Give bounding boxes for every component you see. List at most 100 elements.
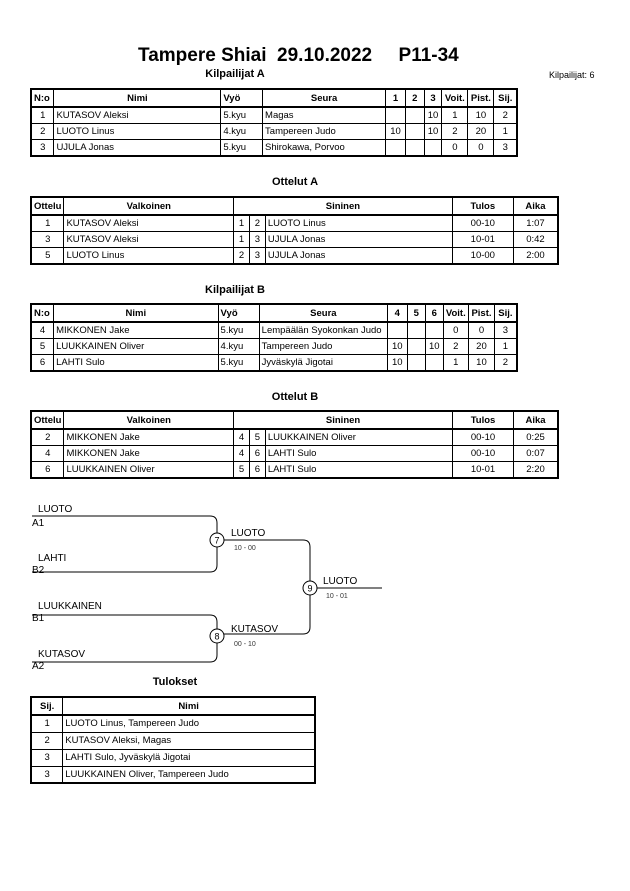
table-row: 1 LUOTO Linus, Tampereen Judo: [30, 714, 316, 733]
col-header: 6: [425, 303, 444, 323]
cell: Magas: [262, 106, 387, 124]
cell: 5: [233, 461, 250, 479]
bracket-seed: B2: [32, 565, 45, 576]
table-row: 2 MIKKONEN Jake 4 5 LUUKKAINEN Oliver 00…: [30, 428, 559, 446]
cell: LUOTO Linus, Tampereen Judo: [62, 714, 316, 733]
col-header: Aika: [512, 196, 559, 216]
table-row: 5 LUOTO Linus 2 3 UJULA Jonas 10-00 2:00: [30, 247, 559, 265]
cell: 2: [233, 247, 250, 265]
cell: 10: [468, 354, 495, 372]
cell: 4: [233, 428, 250, 446]
cell: [404, 139, 425, 157]
col-header: Sij.: [493, 88, 518, 108]
col-header: Seura: [262, 88, 387, 108]
cell: 2: [30, 731, 64, 750]
col-header: Nimi: [53, 303, 219, 323]
cell: 2: [441, 123, 469, 140]
bracket-name: KUTASOV: [38, 649, 85, 660]
match-number: 9: [307, 584, 312, 594]
cell: LAHTI Sulo, Jyväskylä Jigotai: [62, 748, 316, 767]
bracket-name: LAHTI: [38, 553, 66, 564]
pool-a-heading: Kilpailijat A: [205, 68, 265, 80]
bracket-score: 10 - 00: [234, 545, 256, 552]
pool-b-header-row: N:o Nimi Vyö Seura 4 5 6 Voit. Pist. Sij…: [30, 303, 518, 323]
bracket-seed: A1: [32, 518, 45, 529]
cell: 10: [385, 123, 406, 140]
cell: 6: [248, 445, 266, 462]
cell: 10-01: [451, 461, 515, 479]
cell: 3: [248, 231, 266, 248]
cell: 10: [423, 106, 443, 124]
cell: Shirokawa, Porvoo: [262, 139, 387, 157]
cell: 5.kyu: [220, 139, 264, 157]
bracket-name: LUOTO: [38, 504, 72, 515]
cell: 5: [30, 338, 55, 355]
col-header: Aika: [513, 410, 559, 430]
cell: 0:07: [513, 445, 559, 462]
col-header: Voit.: [441, 88, 469, 108]
cell: 2: [30, 123, 55, 140]
cell: [406, 354, 427, 372]
col-header: Ottelu: [30, 196, 65, 216]
cell: 1:07: [512, 214, 559, 232]
col-header: Pist.: [468, 303, 495, 323]
cell: 2:00: [512, 247, 559, 265]
cell: Tampereen Judo: [262, 123, 387, 140]
cell: [404, 106, 425, 124]
pool-a-table: N:o Nimi Vyö Seura 1 2 3 Voit. Pist. Sij…: [30, 88, 518, 157]
col-header: Valkoinen: [63, 196, 235, 216]
cell: LAHTI Sulo: [53, 354, 219, 372]
col-header: Sininen: [233, 196, 453, 216]
table-row: 2 LUOTO Linus 4.kyu Tampereen Judo 10 10…: [30, 123, 518, 140]
cell: UJULA Jonas: [53, 139, 222, 157]
cell: [406, 338, 427, 355]
bracket-score: 00 - 10: [234, 641, 256, 648]
cell: 3: [30, 139, 55, 157]
pool-b-table: N:o Nimi Vyö Seura 4 5 6 Voit. Pist. Sij…: [30, 303, 518, 372]
cell: 6: [30, 461, 65, 479]
cell: MIKKONEN Jake: [53, 321, 219, 339]
match-number: 7: [214, 536, 219, 546]
table-row: 3 KUTASOV Aleksi 1 3 UJULA Jonas 10-01 0…: [30, 231, 559, 248]
cell: 3: [30, 765, 64, 784]
col-header: Nimi: [62, 696, 316, 716]
cell: Tampereen Judo: [258, 338, 389, 355]
results-header-row: Sij. Nimi: [30, 696, 316, 716]
cell: LUOTO Linus: [53, 123, 222, 140]
match-number: 8: [214, 632, 219, 642]
cell: 4: [30, 321, 55, 339]
bracket-winner: LUOTO: [323, 576, 357, 587]
cell: 5.kyu: [217, 321, 260, 339]
table-row: 1 KUTASOV Aleksi 5.kyu Magas 10 1 10 2: [30, 106, 518, 124]
cell: 10: [425, 338, 444, 355]
cell: 00-10: [451, 428, 515, 446]
cell: 0: [467, 139, 495, 157]
cell: 3: [30, 748, 64, 767]
cell: 10-00: [451, 247, 514, 265]
table-row: 6 LUUKKAINEN Oliver 5 6 LAHTI Sulo 10-01…: [30, 461, 559, 479]
col-header: Tulos: [451, 410, 515, 430]
col-header: Ottelu: [30, 410, 65, 430]
pool-a-header-row: N:o Nimi Vyö Seura 1 2 3 Voit. Pist. Sij…: [30, 88, 518, 108]
col-header: N:o: [30, 303, 55, 323]
bracket-score: 10 - 01: [326, 593, 348, 600]
table-row: 1 KUTASOV Aleksi 1 2 LUOTO Linus 00-10 1…: [30, 214, 559, 232]
bracket-seed: B1: [32, 613, 45, 624]
cell: LUUKKAINEN Oliver, Tampereen Judo: [62, 765, 316, 784]
cell: 3: [493, 321, 518, 339]
cell: 0:42: [512, 231, 559, 248]
col-header: Valkoinen: [63, 410, 235, 430]
bracket-name: LUUKKAINEN: [38, 601, 102, 612]
cell: 2: [493, 106, 518, 124]
match-circle: [209, 532, 225, 548]
cell: LUUKKAINEN Oliver: [264, 428, 453, 446]
col-header: Vyö: [220, 88, 264, 108]
cell: KUTASOV Aleksi: [53, 106, 222, 124]
table-row: 3 LUUKKAINEN Oliver, Tampereen Judo: [30, 765, 316, 784]
cell: 4: [30, 445, 65, 462]
cell: UJULA Jonas: [264, 247, 453, 265]
cell: 3: [493, 139, 518, 157]
cell: 5: [30, 247, 65, 265]
cell: 0:25: [513, 428, 559, 446]
cell: LUOTO Linus: [63, 247, 235, 265]
